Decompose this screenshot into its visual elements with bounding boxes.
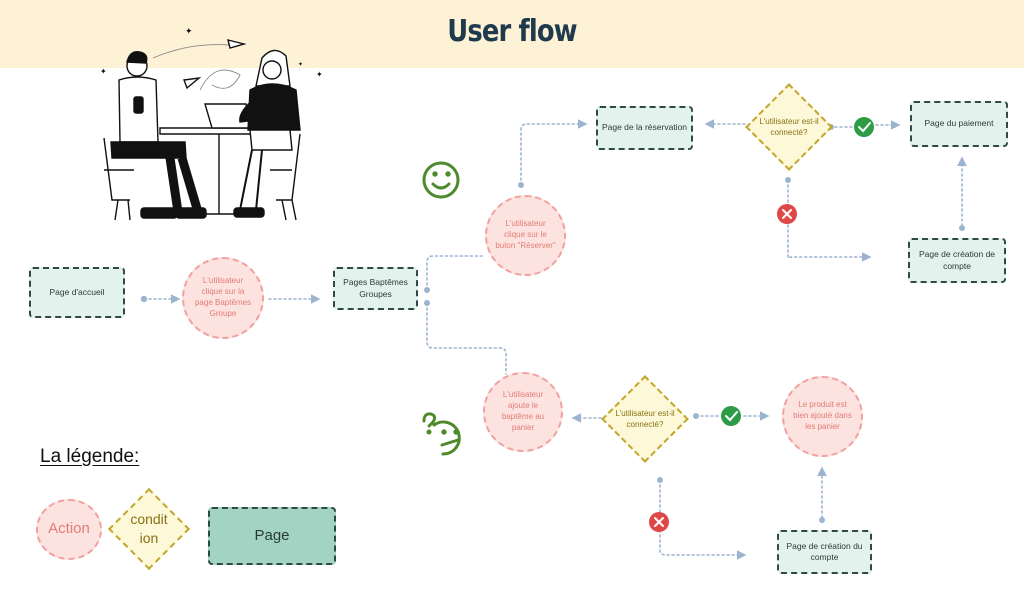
page-paiement: Page du paiement [910,101,1008,147]
legend-condition-text: condit ion [130,511,168,546]
smile-emoji-icon [422,161,460,199]
confused-emoji-icon [422,412,461,456]
condition-connecte-2-label: L'utilisateur est-il connecté? [615,409,675,429]
page-paiement-label: Page du paiement [924,118,994,129]
legend-page: Page [208,507,336,565]
no-cross-icon-1 [777,204,797,224]
page-accueil: Page d'accueil [29,267,125,318]
action-ajoute-panier-label: L'utilisateur ajoute le baptême au panie… [501,390,545,432]
edge-reserver-to-reservation [520,119,588,186]
page-creation-compte-1: Page de création de compte [908,238,1006,283]
action-clic-baptemes: L'utilisateur clique sur la page Baptême… [182,257,264,339]
page-baptemes-groupes: Pages Baptêmes Groupes [333,267,418,310]
condition-connecte-1-label: L'utilisateur est-il connecté? [759,117,819,137]
action-clic-reserver: L'utilisateur clique sur le buton "Réser… [485,195,566,276]
no-cross-icon-2 [649,512,669,532]
legend-page-label: Page [254,526,290,544]
legend-condition-label: condit ion [124,506,174,552]
legend-action-label: Action [48,520,90,538]
people-illustration: ✦ ✦ ✦ ✦ [100,26,323,221]
svg-text:✦: ✦ [298,61,303,68]
page-creation-compte-1-label: Page de création de compte [918,249,996,271]
page-accueil-label: Page d'accueil [49,286,105,297]
yes-check-icon-1 [854,117,874,137]
page-reservation-label: Page de la réservation [601,122,688,133]
legend-action: Action [36,499,102,560]
action-produit-ajoute: Le produit est bien ajouté dans les pani… [782,376,863,457]
header-banner [0,0,1024,68]
edge-connecte1-to-no [787,179,872,262]
action-produit-ajoute-label: Le produit est bien ajouté dans les pani… [793,400,852,431]
edge-pages-to-ajoute [426,302,507,375]
action-ajoute-panier: L'utilisateur ajoute le baptême au panie… [483,372,563,452]
svg-text:✦: ✦ [100,67,107,76]
page-creation-compte-2: Page de création du compte [777,530,872,574]
page-title: User flow [447,14,577,49]
svg-text:✦: ✦ [316,70,323,79]
action-clic-baptemes-label: L'utilisateur clique sur la page Baptême… [194,276,252,318]
svg-text:✦: ✦ [185,26,193,36]
yes-check-icon-2 [721,406,741,426]
page-baptemes-groupes-label: Pages Baptêmes Groupes [343,277,408,299]
page-creation-compte-2-label: Page de création du compte [786,540,863,562]
action-clic-reserver-label: L'utilisateur clique sur le buton "Réser… [495,219,556,250]
edge-pages-to-reserver [426,255,483,291]
legend-title: La légende: [40,446,140,467]
page-reservation: Page de la réservation [596,106,693,150]
edge-connecte2-to-no [659,479,747,560]
